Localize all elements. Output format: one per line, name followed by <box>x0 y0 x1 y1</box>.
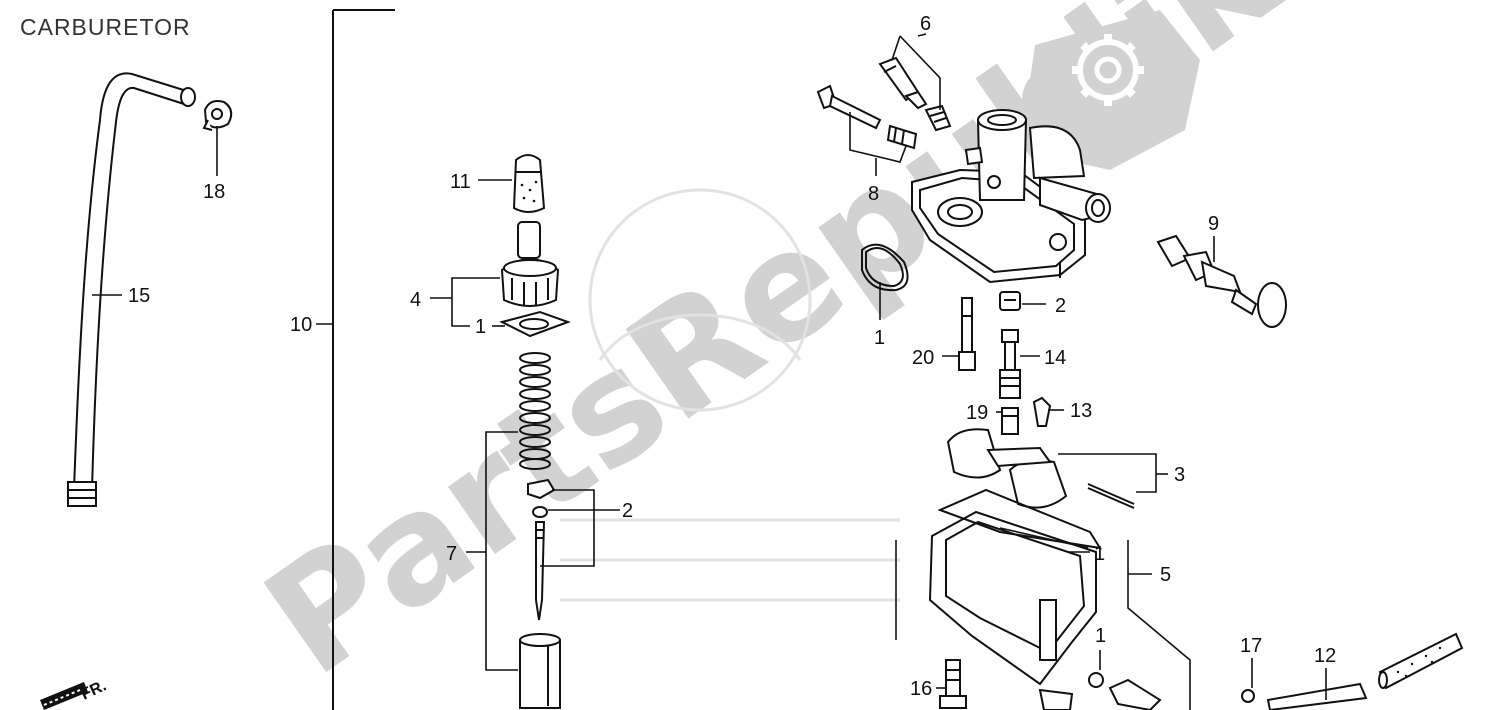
part-11-cap-boot <box>512 154 546 213</box>
part-3-float <box>946 428 1135 509</box>
part-7-spring <box>519 352 551 470</box>
callout-10: 10 <box>290 314 312 336</box>
part-17-clip <box>1241 689 1255 703</box>
callout-9: 9 <box>1208 213 1219 235</box>
front-marker: FR. <box>40 677 109 710</box>
callout-2-left: 2 <box>622 500 633 522</box>
callout-7: 7 <box>446 543 457 565</box>
callout-5: 5 <box>1160 564 1171 586</box>
callout-3: 3 <box>1174 464 1185 486</box>
part-15-fuel-tube <box>67 72 196 507</box>
callout-20: 20 <box>912 347 934 369</box>
part-4-top-cap <box>500 221 560 307</box>
part-8-screw <box>816 84 918 150</box>
callout-8: 8 <box>868 183 879 205</box>
part-1-o-ring <box>861 243 909 292</box>
watermark: PartsRepublik <box>236 0 1308 709</box>
callout-1-oring: 1 <box>874 327 885 349</box>
callouts: 18 15 11 4 1 10 7 2 6 8 9 1 2 20 14 19 1… <box>128 13 1336 700</box>
callout-2-right: 2 <box>1055 295 1066 317</box>
part-5-float-chamber <box>928 488 1104 710</box>
callout-16: 16 <box>910 678 932 700</box>
part-drain-screw <box>1108 678 1162 710</box>
callout-19: 19 <box>966 402 988 424</box>
diagram-title: CARBURETOR <box>20 14 191 40</box>
front-marker-label: FR. <box>79 677 110 703</box>
callout-1-top: 1 <box>475 316 486 338</box>
part-6-screw <box>878 56 952 132</box>
part-9-starter-valve <box>1156 234 1287 328</box>
callout-12: 12 <box>1314 645 1336 667</box>
callout-11: 11 <box>450 171 471 193</box>
callout-4: 4 <box>410 289 421 311</box>
part-19-jet <box>1001 407 1019 435</box>
leader-lines <box>92 33 1327 710</box>
part-2-jet-right <box>999 291 1021 311</box>
part-14-needle-jet <box>999 329 1021 399</box>
part-18-clip <box>202 100 233 131</box>
callout-13: 13 <box>1070 400 1092 422</box>
part-16-bolt <box>939 659 967 709</box>
part-13-float-valve <box>1032 396 1052 427</box>
callout-18: 18 <box>203 181 225 203</box>
part-10-bracket <box>332 9 395 710</box>
callout-15: 15 <box>128 285 150 307</box>
part-12-drain-tube <box>1266 632 1464 710</box>
callout-6: 6 <box>920 13 931 35</box>
callout-1-drain: 1 <box>1095 625 1106 647</box>
part-7-throttle-valve <box>519 633 561 709</box>
part-7-needle-clip <box>527 478 556 621</box>
callout-17: 17 <box>1240 635 1262 657</box>
callout-1-gasket: 1 <box>1094 543 1105 565</box>
part-20-jet <box>958 297 976 371</box>
carburetor-body <box>911 109 1111 284</box>
callout-14: 14 <box>1044 347 1066 369</box>
part-1-gasket-top <box>499 310 571 338</box>
